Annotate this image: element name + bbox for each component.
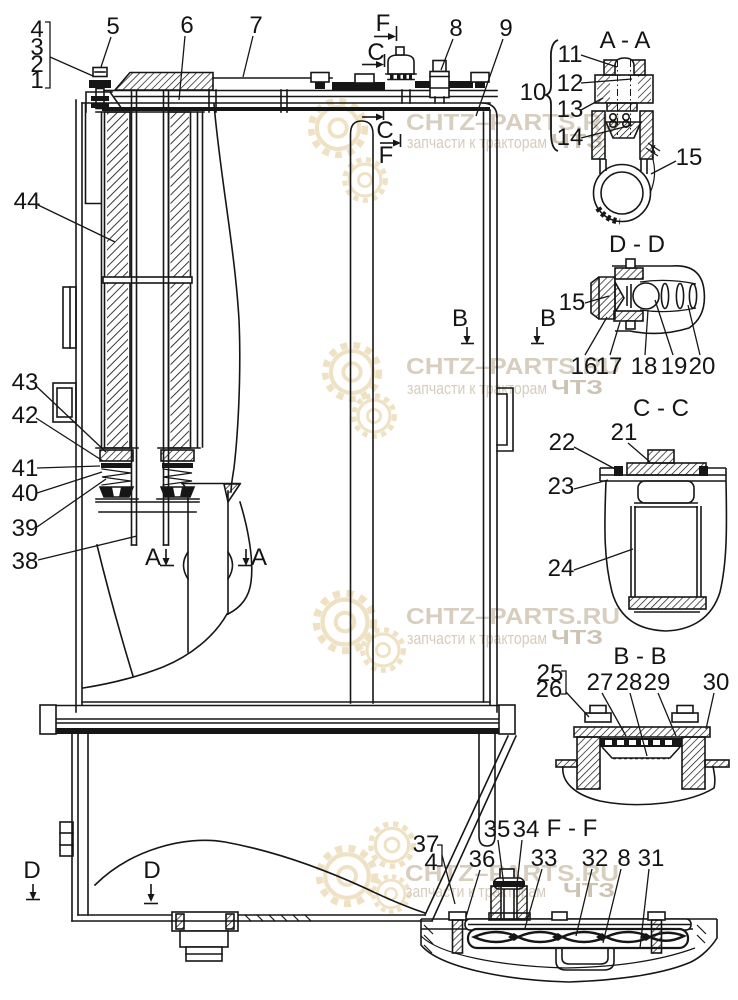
svg-text:15: 15 [559, 289, 586, 316]
svg-text:36: 36 [469, 846, 496, 873]
svg-text:23: 23 [548, 473, 575, 500]
svg-text:CHTZ–PARTS.RU: CHTZ–PARTS.RU [406, 353, 620, 379]
svg-text:запчасти к тракторам: запчасти к тракторам [407, 629, 547, 648]
svg-text:11: 11 [558, 41, 583, 68]
svg-text:41: 41 [12, 455, 39, 482]
svg-text:8: 8 [449, 15, 462, 42]
svg-text:B: B [452, 305, 468, 332]
svg-text:запчасти к тракторам: запчасти к тракторам [407, 379, 547, 398]
svg-text:7: 7 [249, 12, 262, 39]
svg-text:39: 39 [12, 515, 39, 542]
svg-text:21: 21 [611, 419, 638, 446]
svg-text:34: 34 [513, 816, 540, 843]
svg-text:30: 30 [703, 669, 730, 696]
svg-text:8: 8 [617, 845, 630, 872]
svg-text:4: 4 [424, 849, 437, 876]
svg-text:19: 19 [661, 353, 688, 380]
svg-text:31: 31 [638, 845, 665, 872]
svg-text:12: 12 [557, 70, 584, 97]
svg-text:6: 6 [180, 12, 193, 39]
svg-text:14: 14 [557, 124, 584, 151]
svg-text:17: 17 [596, 353, 623, 380]
svg-text:27: 27 [587, 669, 614, 696]
svg-text:A - A: A - A [600, 27, 651, 54]
svg-text:1: 1 [30, 67, 43, 94]
svg-text:A: A [145, 544, 161, 571]
svg-text:37: 37 [413, 831, 440, 858]
svg-text:16: 16 [571, 353, 598, 380]
svg-text:ЧТЗ: ЧТЗ [563, 880, 615, 902]
svg-text:CHTZ–PARTS.RU: CHTZ–PARTS.RU [406, 603, 620, 629]
svg-text:28: 28 [616, 669, 643, 696]
svg-text:32: 32 [582, 845, 609, 872]
svg-text:42: 42 [12, 402, 39, 429]
svg-text:20: 20 [689, 353, 716, 380]
svg-text:33: 33 [531, 845, 558, 872]
svg-text:A: A [251, 544, 267, 571]
svg-text:26: 26 [536, 676, 563, 703]
svg-text:D: D [23, 857, 40, 884]
svg-text:44: 44 [14, 188, 41, 215]
svg-text:15: 15 [676, 144, 703, 171]
svg-text:22: 22 [549, 429, 576, 456]
svg-text:CHTZ–PARTS.RU: CHTZ–PARTS.RU [406, 109, 620, 135]
svg-text:25: 25 [537, 660, 564, 687]
svg-text:24: 24 [548, 555, 575, 582]
svg-text:ЧТЗ: ЧТЗ [551, 627, 603, 649]
svg-text:2: 2 [30, 51, 43, 78]
svg-text:C - C: C - C [633, 395, 689, 422]
svg-text:3: 3 [30, 34, 43, 61]
svg-text:4: 4 [30, 16, 43, 43]
svg-text:43: 43 [12, 369, 39, 396]
svg-text:ЧТЗ: ЧТЗ [551, 377, 603, 399]
svg-text:10: 10 [520, 79, 547, 106]
svg-text:B - B: B - B [613, 643, 666, 670]
svg-text:D: D [143, 857, 160, 884]
svg-text:F: F [376, 10, 391, 37]
svg-text:C: C [376, 117, 393, 144]
svg-text:F - F: F - F [547, 815, 598, 842]
svg-text:35: 35 [484, 816, 511, 843]
svg-text:ЧТЗ: ЧТЗ [551, 131, 603, 153]
svg-text:13: 13 [557, 96, 584, 123]
svg-text:40: 40 [12, 480, 39, 507]
svg-text:5: 5 [106, 13, 119, 40]
svg-text:B: B [540, 305, 556, 332]
svg-text:9: 9 [499, 15, 512, 42]
svg-text:D - D: D - D [609, 231, 665, 258]
svg-text:F: F [379, 142, 394, 169]
svg-text:29: 29 [644, 669, 671, 696]
svg-text:C: C [367, 39, 384, 66]
svg-text:запчасти к тракторам: запчасти к тракторам [407, 133, 547, 152]
svg-text:18: 18 [631, 353, 658, 380]
svg-text:38: 38 [12, 548, 39, 575]
